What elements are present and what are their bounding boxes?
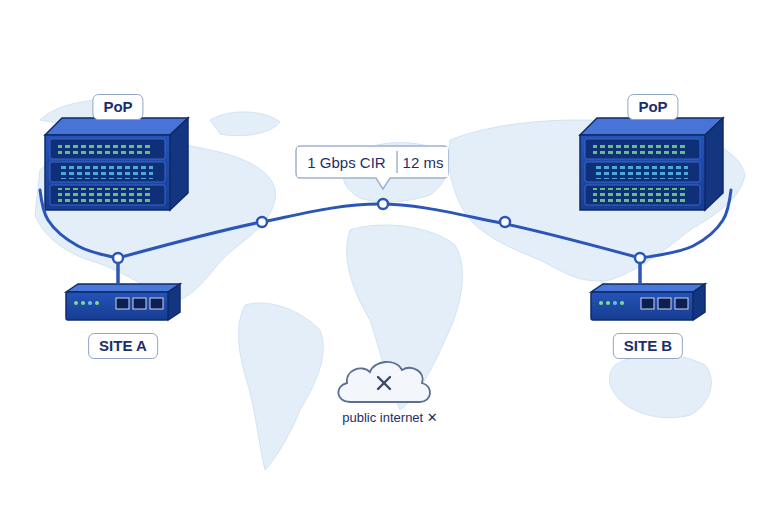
internet-label: public internet ✕ — [300, 407, 480, 427]
node-label: PoP — [92, 94, 143, 120]
node-label: SITE B — [613, 333, 683, 359]
edge-label: 1 Gbps CIR — [297, 147, 396, 177]
node-label: SITE A — [88, 333, 158, 359]
latency-label: 12 ms — [398, 147, 448, 177]
network-link — [640, 190, 731, 283]
junction-dots — [113, 199, 645, 263]
internet-cloud — [338, 362, 430, 402]
node-label: PoP — [627, 94, 678, 120]
pop-node: PoP — [575, 94, 731, 216]
site-node: SITE B — [585, 283, 711, 359]
pop-server — [45, 118, 188, 210]
pop-server — [580, 118, 723, 210]
callout-frame — [296, 146, 448, 189]
pop-node: PoP — [40, 94, 196, 216]
site-router — [591, 284, 705, 320]
site-node: SITE A — [60, 283, 186, 359]
site-router — [66, 284, 180, 320]
network-link — [40, 190, 118, 283]
continents — [35, 100, 745, 470]
network-link — [118, 204, 640, 283]
